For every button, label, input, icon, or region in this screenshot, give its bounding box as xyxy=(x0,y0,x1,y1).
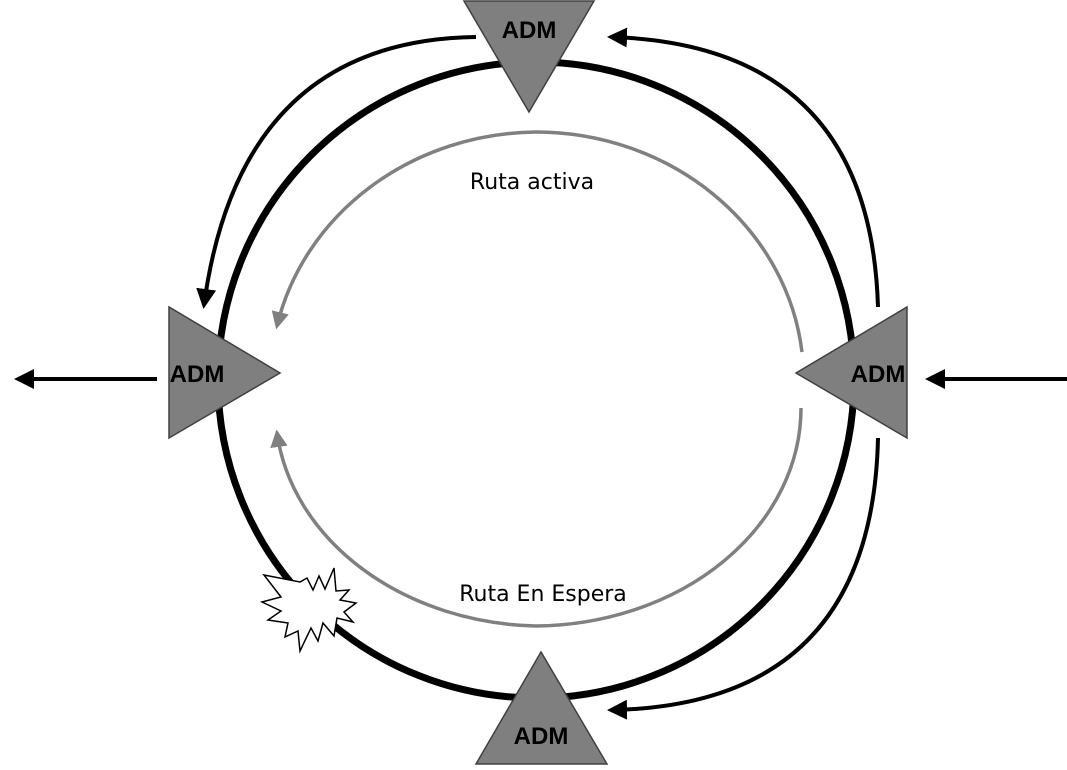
outer-arrow-top-left xyxy=(196,35,477,309)
adm-node-bottom: ADM xyxy=(474,650,609,765)
outer-arrow-right-top xyxy=(607,27,880,308)
standby-route-label: Ruta En Espera xyxy=(459,582,627,607)
adm-node-left-label: ADM xyxy=(170,361,225,388)
adm-node-right: ADM xyxy=(794,305,908,440)
explosion-burst-icon xyxy=(259,567,358,654)
active-route-arc xyxy=(271,130,804,353)
outer-arrow-right-bottom xyxy=(607,437,880,720)
adm-node-bottom-label: ADM xyxy=(514,723,569,750)
adm-node-top: ADM xyxy=(462,0,596,114)
active-route-label: Ruta activa xyxy=(470,170,594,195)
standby-route-arc xyxy=(270,407,803,628)
adm-node-right-label: ADM xyxy=(851,361,906,388)
adm-node-left: ADM xyxy=(168,305,282,440)
adm-node-top-label: ADM xyxy=(502,17,557,44)
